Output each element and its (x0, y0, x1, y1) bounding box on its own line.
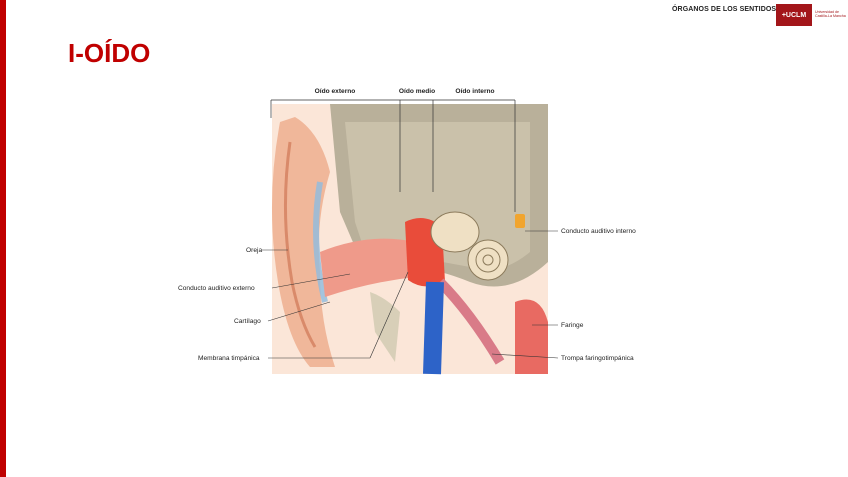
section-title: ÓRGANOS DE LOS SENTIDOS (672, 6, 776, 13)
vestibule (431, 212, 479, 252)
label-faringe: Faringe (561, 322, 584, 329)
label-conducto-externo: Conducto auditivo externo (178, 285, 255, 292)
ear-anatomy-diagram: Oído externo Oído medio Oído interno Ore… (170, 82, 690, 382)
uclm-logo: +UCLM Universidad de Castilla-La Mancha (776, 4, 846, 26)
cochlea (468, 240, 508, 280)
accent-bar (0, 0, 6, 477)
label-conducto-interno: Conducto auditivo interno (561, 228, 636, 235)
label-membrana: Membrana timpánica (198, 355, 260, 362)
label-outer-ear: Oído externo (315, 88, 356, 95)
label-middle-ear: Oído medio (399, 88, 435, 95)
label-oreja: Oreja (246, 247, 262, 254)
logo-mark: +UCLM (776, 4, 812, 26)
label-trompa: Trompa faringotimpánica (561, 355, 634, 362)
jugular-vein (432, 282, 435, 374)
label-inner-ear: Oído interno (455, 88, 494, 95)
label-cartilago: Cartílago (234, 318, 261, 325)
page-title: I-OÍDO (68, 38, 150, 69)
logo-subtitle: Universidad de Castilla-La Mancha (815, 10, 847, 18)
internal-meatus (515, 214, 525, 228)
pharynx (515, 300, 548, 375)
